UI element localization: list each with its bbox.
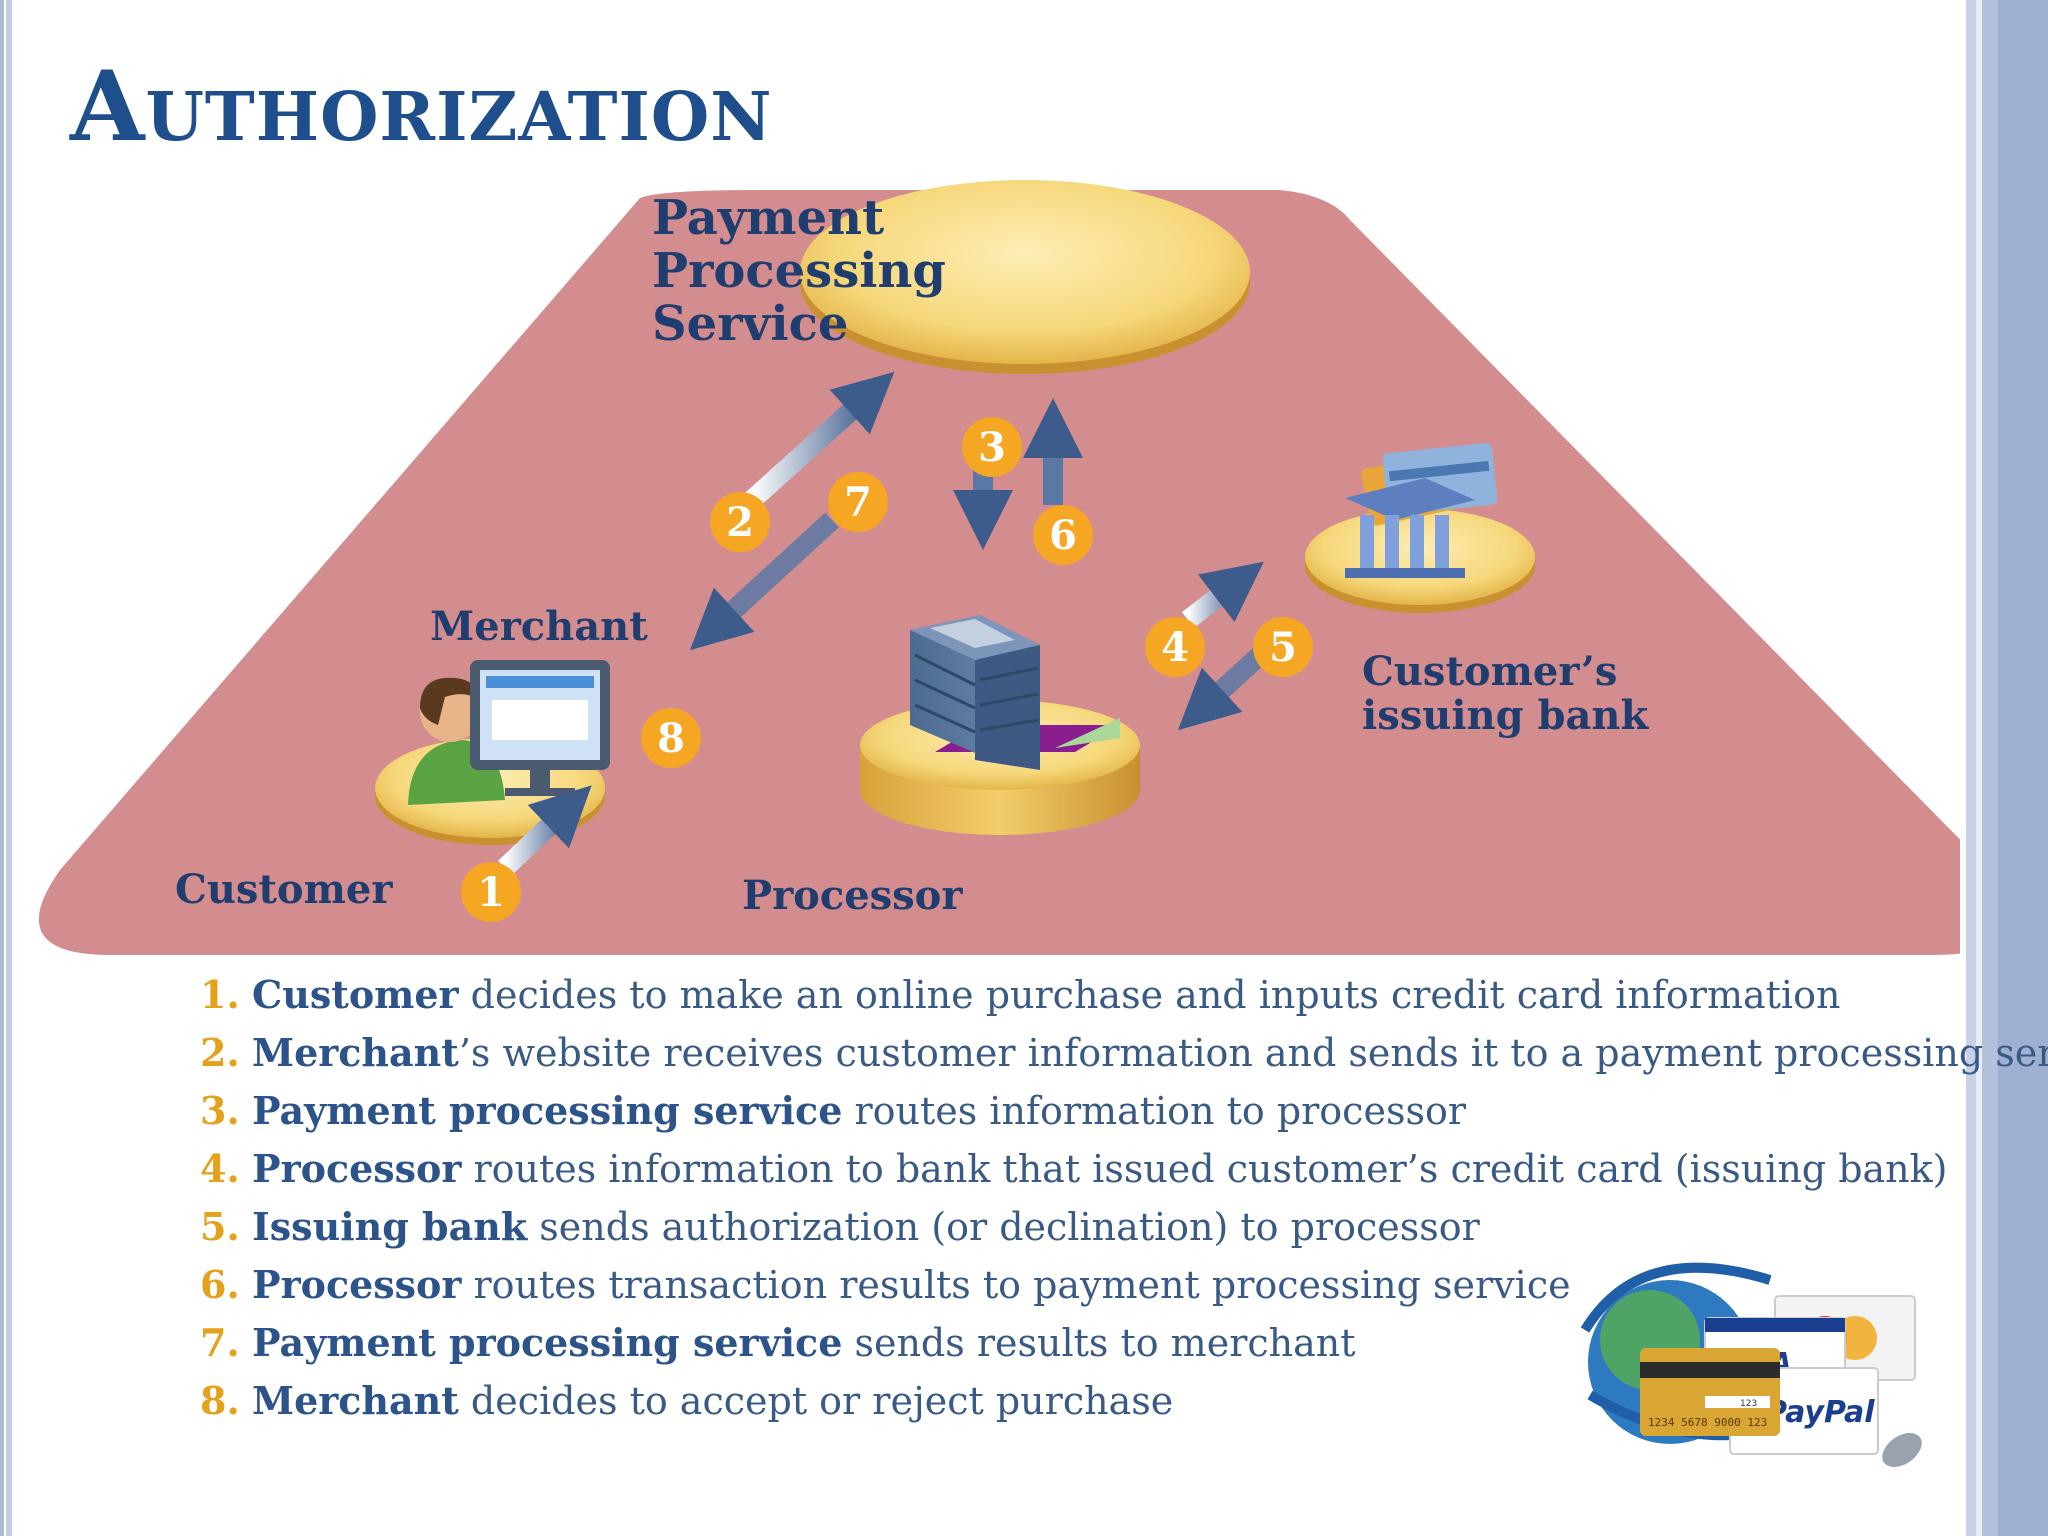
- card-number: 1234 5678 9000 123: [1648, 1416, 1767, 1429]
- arrow-processor-to-bank: [1181, 561, 1264, 628]
- step-badge-6: 6: [1033, 505, 1093, 565]
- step-actor: Payment processing service: [252, 1088, 843, 1133]
- arrow-bank-to-processor: [1177, 647, 1267, 731]
- right-frame-border: [1960, 0, 2048, 1536]
- step-text: decides to accept or reject purchase: [458, 1379, 1174, 1423]
- step-actor: Issuing bank: [252, 1204, 528, 1249]
- step-actor: Merchant: [252, 1030, 459, 1075]
- step-item: 1. Customer decides to make an online pur…: [200, 972, 2048, 1030]
- step-actor: Merchant: [252, 1378, 459, 1423]
- step-item: 2. Merchant’s website receives customer i…: [200, 1030, 2048, 1088]
- step-item: 8. Merchant decides to accept or reject p…: [200, 1378, 2048, 1436]
- step-text: decides to make an online purchase and i…: [458, 973, 1841, 1017]
- step-text: routes information to bank that issued c…: [461, 1147, 1948, 1191]
- step-item: 4. Processor routes information to bank t…: [200, 1146, 2048, 1204]
- paypal-logo: PayPal: [1765, 1395, 1875, 1430]
- step-item: 3. Payment processing service routes info…: [200, 1088, 2048, 1146]
- step-number: 6.: [200, 1262, 240, 1307]
- step-badge-2: 2: [710, 492, 770, 552]
- customer-label: Customer: [175, 866, 393, 913]
- step-text: routes information to processor: [842, 1089, 1466, 1133]
- bank-label-line2: issuing bank: [1362, 692, 1649, 739]
- authorization-steps: 1. Customer decides to make an online pur…: [200, 972, 2048, 1436]
- card-cvv: 123: [1740, 1399, 1757, 1409]
- step-text: ’s website receives customer information…: [458, 1031, 2048, 1075]
- payment-service-disc: [800, 180, 1250, 374]
- processor-label: Processor: [742, 872, 963, 919]
- step-item: 6. Processor routes transaction results t…: [200, 1262, 2048, 1320]
- bank-label: Customer’s issuing bank: [1362, 650, 1648, 738]
- step-item: 5. Issuing bank sends authorization (or d…: [200, 1204, 2048, 1262]
- slide-title: Authorization: [70, 50, 773, 163]
- step-number: 5.: [200, 1204, 240, 1249]
- payment-clipart: VISA PayPal 123 1234 5678 9000 123: [1580, 1262, 1922, 1468]
- arrow-customer-to-merchant: [498, 785, 592, 876]
- step-badge-5: 5: [1253, 617, 1313, 677]
- step-badge-4: 4: [1145, 617, 1205, 677]
- step-number: 1.: [200, 972, 240, 1017]
- arrow-merchant-to-service: [745, 371, 895, 508]
- step-actor: Processor: [252, 1262, 462, 1307]
- step-text: routes transaction results to payment pr…: [461, 1263, 1571, 1307]
- arrow-service-to-merchant: [689, 512, 839, 651]
- step-item: 7. Payment processing service sends resul…: [200, 1320, 2048, 1378]
- authorization-diagram: VISA PayPal 123 1234 5678 9000 123: [38, 180, 1960, 1468]
- processor-building: [860, 615, 1140, 835]
- left-frame-border: [0, 0, 12, 1536]
- payment-service-label: Payment Processing Service: [652, 190, 946, 352]
- step-number: 7.: [200, 1320, 240, 1365]
- step-badge-8: 8: [641, 708, 701, 768]
- step-badge-1: 1: [461, 862, 521, 922]
- step-number: 8.: [200, 1378, 240, 1423]
- issuing-bank-figure: [1305, 443, 1535, 613]
- step-number: 2.: [200, 1030, 240, 1075]
- step-actor: Customer: [252, 972, 459, 1017]
- step-text: sends results to merchant: [842, 1321, 1356, 1365]
- step-actor: Processor: [252, 1146, 462, 1191]
- step-badge-3: 3: [962, 417, 1022, 477]
- step-badge-7: 7: [828, 472, 888, 532]
- step-actor: Payment processing service: [252, 1320, 843, 1365]
- step-text: sends authorization (or declination) to …: [527, 1205, 1480, 1249]
- step-number: 4.: [200, 1146, 240, 1191]
- bank-label-line1: Customer’s: [1362, 648, 1618, 695]
- merchant-label: Merchant: [430, 603, 648, 650]
- merchant-figure: [375, 660, 610, 845]
- step-number: 3.: [200, 1088, 240, 1133]
